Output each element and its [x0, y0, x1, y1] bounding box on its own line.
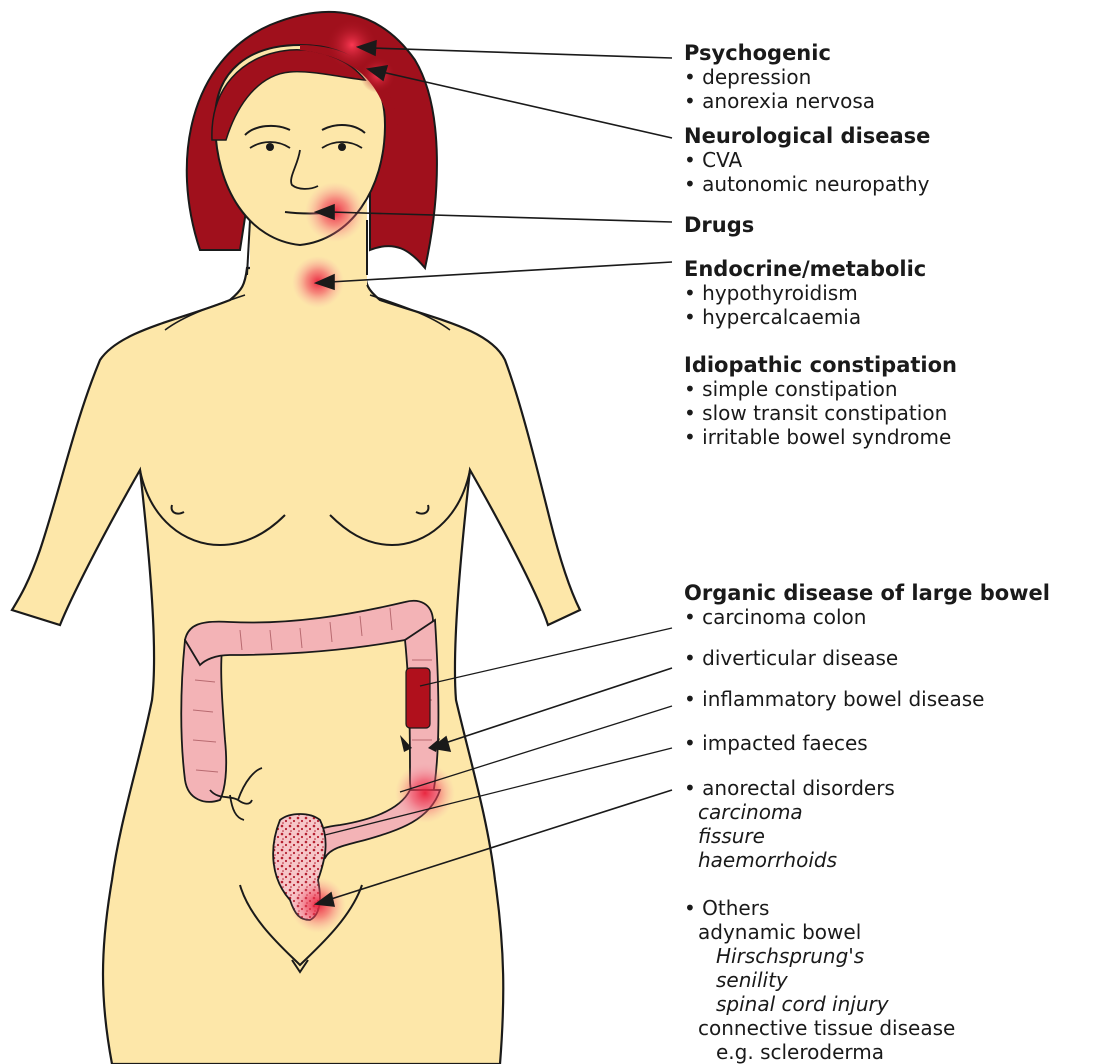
label-diverticular: • diverticular disease — [684, 646, 898, 670]
endocrine-item: • hypothyroidism — [684, 281, 926, 305]
label-anorectal: • anorectal disorders carcinoma fissure … — [684, 776, 895, 872]
organic-item-carcinoma-colon: • carcinoma colon — [684, 605, 1050, 629]
endocrine-title: Endocrine/metabolic — [684, 257, 926, 281]
idiopathic-title: Idiopathic constipation — [684, 353, 957, 377]
others-adynamic-sub: senility — [684, 968, 955, 992]
glow-bowel — [395, 763, 455, 823]
anorectal-sub-item: fissure — [684, 824, 895, 848]
others-title: • Others — [684, 896, 955, 920]
anorectal-sub-item: haemorrhoids — [684, 848, 895, 872]
others-connective: connective tissue disease — [684, 1016, 955, 1040]
torso — [12, 268, 580, 1064]
drugs-title: Drugs — [684, 213, 754, 237]
label-ibd: • inflammatory bowel disease — [684, 687, 984, 711]
others-adynamic: adynamic bowel — [684, 920, 955, 944]
psychogenic-title: Psychogenic — [684, 41, 875, 65]
others-adynamic-sub: Hirschsprung's — [684, 944, 955, 968]
endocrine-item: • hypercalcaemia — [684, 305, 926, 329]
label-organic: Organic disease of large bowel • carcino… — [684, 581, 1050, 629]
label-psychogenic: Psychogenic • depression • anorexia nerv… — [684, 41, 875, 113]
anorectal-sub-item: carcinoma — [684, 800, 895, 824]
label-endocrine: Endocrine/metabolic • hypothyroidism • h… — [684, 257, 926, 329]
label-neurological: Neurological disease • CVA • autonomic n… — [684, 124, 930, 196]
idiopathic-item: • irritable bowel syndrome — [684, 425, 957, 449]
others-adynamic-sub: spinal cord injury — [684, 992, 955, 1016]
colon-carcinoma-mark — [406, 668, 430, 728]
neurological-title: Neurological disease — [684, 124, 930, 148]
idiopathic-item: • slow transit constipation — [684, 401, 957, 425]
psychogenic-item: • anorexia nervosa — [684, 89, 875, 113]
anorectal-title: • anorectal disorders — [684, 776, 895, 800]
others-example: e.g. scleroderma — [684, 1040, 955, 1064]
label-drugs: Drugs — [684, 213, 754, 237]
neurological-item: • CVA — [684, 148, 930, 172]
organic-title: Organic disease of large bowel — [684, 581, 1050, 605]
label-others: • Others adynamic bowel Hirschsprung's s… — [684, 896, 955, 1064]
psychogenic-item: • depression — [684, 65, 875, 89]
label-idiopathic: Idiopathic constipation • simple constip… — [684, 353, 957, 449]
neurological-item: • autonomic neuropathy — [684, 172, 930, 196]
idiopathic-item: • simple constipation — [684, 377, 957, 401]
label-impacted: • impacted faeces — [684, 731, 868, 755]
